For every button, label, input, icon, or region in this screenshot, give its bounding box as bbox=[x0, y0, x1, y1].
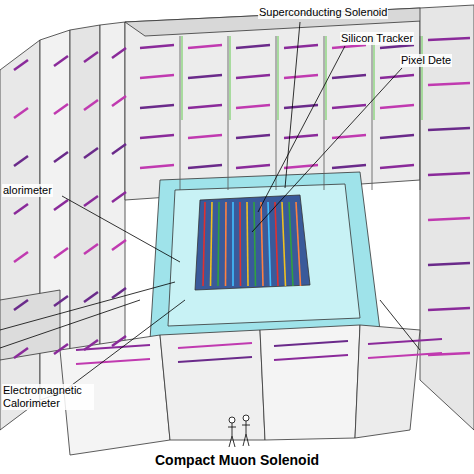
diagram-title: Compact Muon Solenoid bbox=[155, 452, 319, 468]
part-label: alorimeter bbox=[2, 184, 53, 197]
part-label: Electromagnetic Calorimeter bbox=[2, 384, 94, 410]
part-label: Silicon Tracker bbox=[340, 32, 414, 45]
part-label: Superconducting Solenoid bbox=[258, 6, 388, 19]
leader-lines bbox=[0, 22, 420, 470]
part-label: Pixel Dete bbox=[400, 54, 452, 67]
human-scale-figures bbox=[228, 415, 250, 447]
